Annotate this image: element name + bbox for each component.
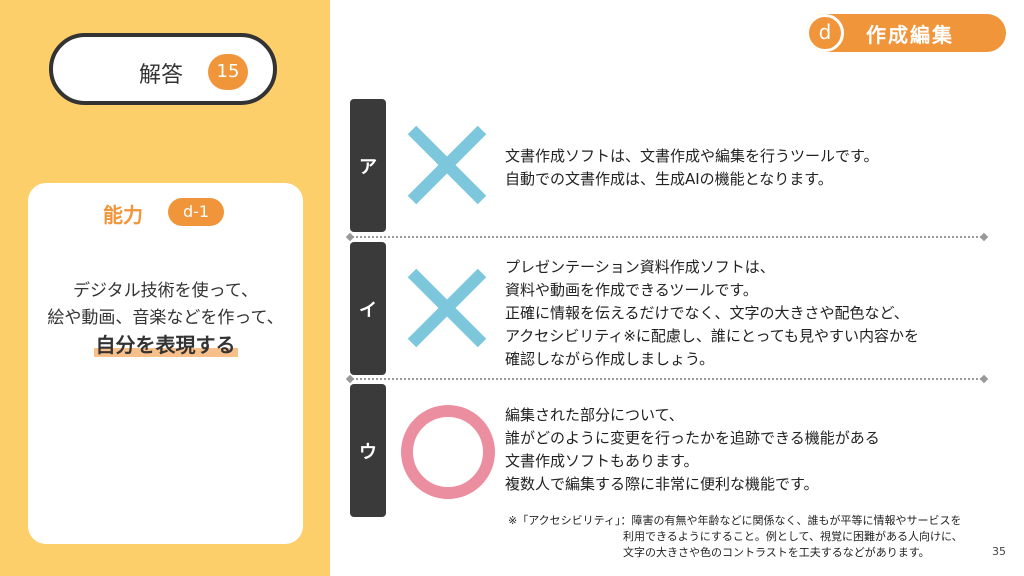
cross-icon — [407, 268, 487, 348]
row-divider — [349, 236, 985, 238]
category-label: 作成編集 — [866, 23, 954, 47]
ability-card: 能力 d-1 デジタル技術を使って、 絵や動画、音楽などを作って、 自分を表現す… — [28, 183, 303, 544]
row-tab-u: ウ — [350, 384, 386, 517]
cross-icon — [407, 125, 487, 205]
circle-icon — [401, 405, 495, 499]
row-tab-a: ア — [350, 99, 386, 232]
category-badge: d 作成編集 — [806, 14, 1006, 52]
ability-title: 能力 — [103, 203, 143, 227]
footnote-line3: 文字の大きさや色のコントラストを工夫するなどがあります。 — [623, 546, 930, 559]
row-text-u: 編集された部分について、 誰がどのように変更を行ったかを追跡できる機能がある 文… — [505, 406, 880, 493]
category-letter-icon: d — [806, 14, 844, 52]
row-divider — [349, 378, 985, 380]
answer-number-badge: 15 — [208, 54, 248, 90]
ability-emphasis: 自分を表現する — [28, 329, 303, 358]
row-text-a: 文書作成ソフトは、文書作成や編集を行うツールです。 自動での文書作成は、生成AI… — [505, 147, 879, 188]
ability-text-line1: デジタル技術を使って、 — [73, 281, 258, 301]
ability-code-badge: d-1 — [168, 198, 224, 226]
left-panel: 解答 15 能力 d-1 デジタル技術を使って、 絵や動画、音楽などを作って、 … — [0, 0, 330, 576]
answer-pill: 解答 15 — [49, 33, 277, 105]
footnote-line1: ※「アクセシビリティ」：障害の有無や年齢などに関係なく、誰もが平等に情報やサービ… — [508, 514, 962, 527]
footnote-line2: 利用できるようにすること。例として、視覚に困難がある人向けに、 — [623, 530, 963, 543]
row-tab-i: イ — [350, 242, 386, 375]
ability-emphasis-text: 自分を表現する — [93, 333, 238, 357]
row-text-i: プレゼンテーション資料作成ソフトは、 資料や動画を作成できるツールです。 正確に… — [505, 258, 919, 368]
ability-text-line2: 絵や動画、音楽などを作って、 — [47, 308, 284, 328]
footnote: ※「アクセシビリティ」：障害の有無や年齢などに関係なく、誰もが平等に情報やサービ… — [508, 513, 963, 561]
page-number: 35 — [992, 545, 1006, 558]
answer-label: 解答 — [139, 63, 184, 88]
